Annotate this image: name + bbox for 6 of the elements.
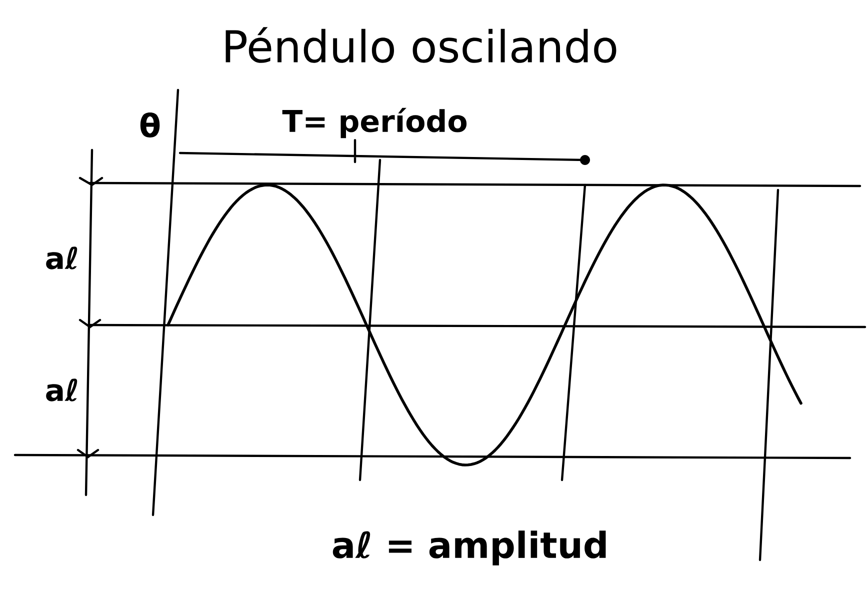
period-label: T= período [282,108,467,138]
angle-label: θ [140,112,160,138]
amplitude-label: aℓ [46,378,78,402]
amplitude-note: aℓ = amplitud [332,530,606,566]
title: Péndulo oscilando [226,27,616,63]
amplitude-label: aℓ [46,246,78,270]
